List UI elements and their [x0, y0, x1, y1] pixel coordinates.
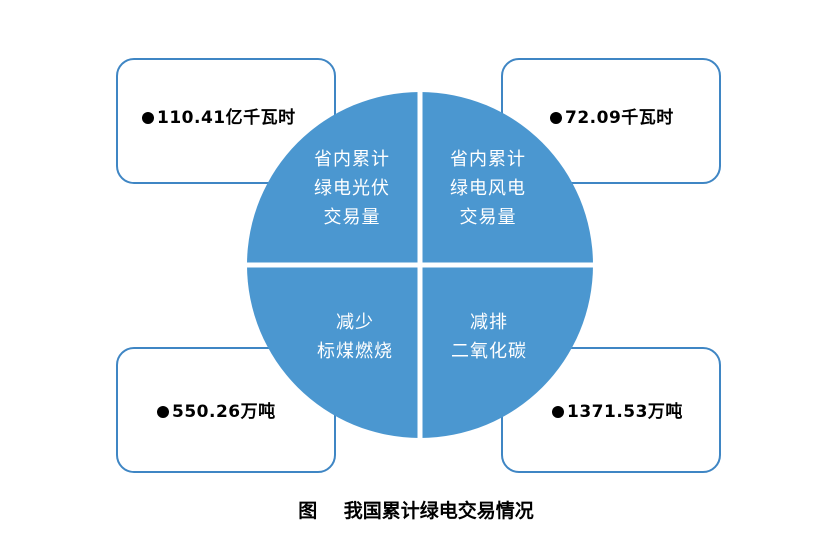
bullet-icon: [142, 112, 154, 124]
quadrant-text-bottom-right: 减排 二氧化碳: [434, 308, 544, 366]
quadrant-line: 标煤燃烧: [317, 341, 393, 362]
bullet-icon: [550, 112, 562, 124]
value-text-top-right: 72.09千瓦时: [565, 108, 674, 128]
quadrant-line: 减少: [336, 312, 374, 333]
value-text-bottom-right: 1371.53万吨: [567, 402, 683, 422]
bullet-icon: [157, 406, 169, 418]
bullet-icon: [552, 406, 564, 418]
value-text-top-left: 110.41亿千瓦时: [157, 108, 296, 128]
quadrant-text-top-left: 省内累计 绿电光伏 交易量: [297, 145, 407, 232]
quadrant-line: 绿电光伏: [314, 178, 390, 199]
value-text-bottom-left: 550.26万吨: [172, 402, 276, 422]
quadrant-text-bottom-left: 减少 标煤燃烧: [300, 308, 410, 366]
quadrant-line: 省内累计: [450, 149, 526, 170]
quadrant-line: 交易量: [323, 207, 381, 228]
quadrant-line: 交易量: [459, 207, 517, 228]
value-label-bottom-right: 1371.53万吨: [552, 397, 683, 422]
figure-caption: 图 我国累计绿电交易情况: [298, 500, 534, 522]
quadrant-text-top-right: 省内累计 绿电风电 交易量: [433, 145, 543, 232]
quadrant-line: 减排: [470, 312, 508, 333]
value-label-top-left: 110.41亿千瓦时: [142, 103, 296, 128]
quadrant-line: 省内累计: [314, 149, 390, 170]
value-label-top-right: 72.09千瓦时: [550, 103, 674, 128]
quadrant-line: 绿电风电: [450, 178, 526, 199]
quadrant-line: 二氧化碳: [451, 341, 527, 362]
value-label-bottom-left: 550.26万吨: [157, 397, 276, 422]
